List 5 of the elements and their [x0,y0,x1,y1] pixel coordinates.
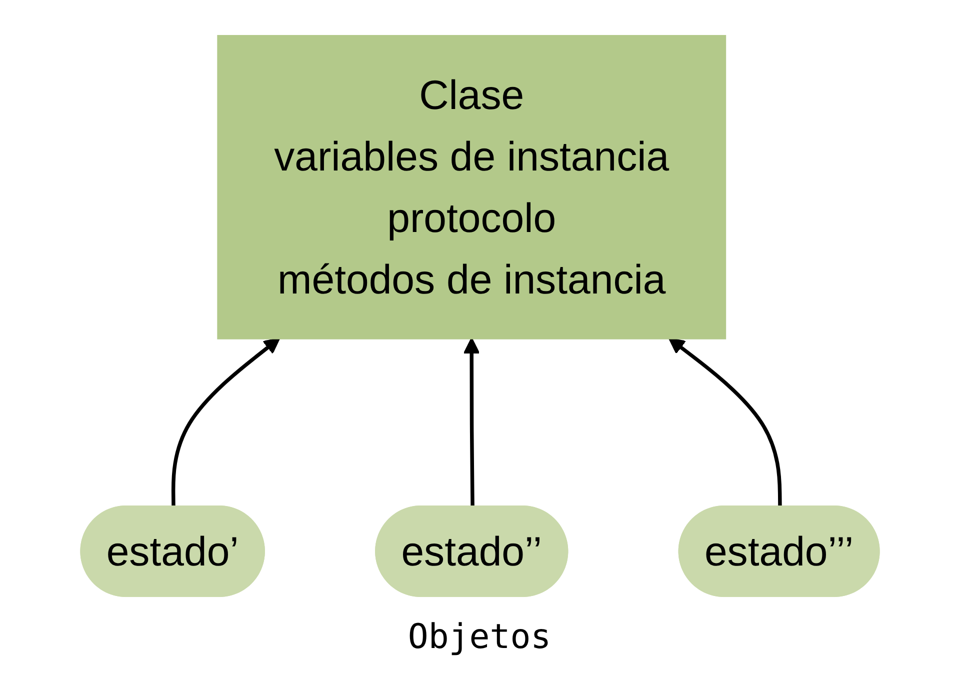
node-box: Clase variables de instancia protocolo métodos de instancia [216,34,726,339]
arrow [170,337,280,507]
caption-text: Objetos [408,616,552,656]
arrow [668,337,782,507]
arrow [462,337,480,507]
